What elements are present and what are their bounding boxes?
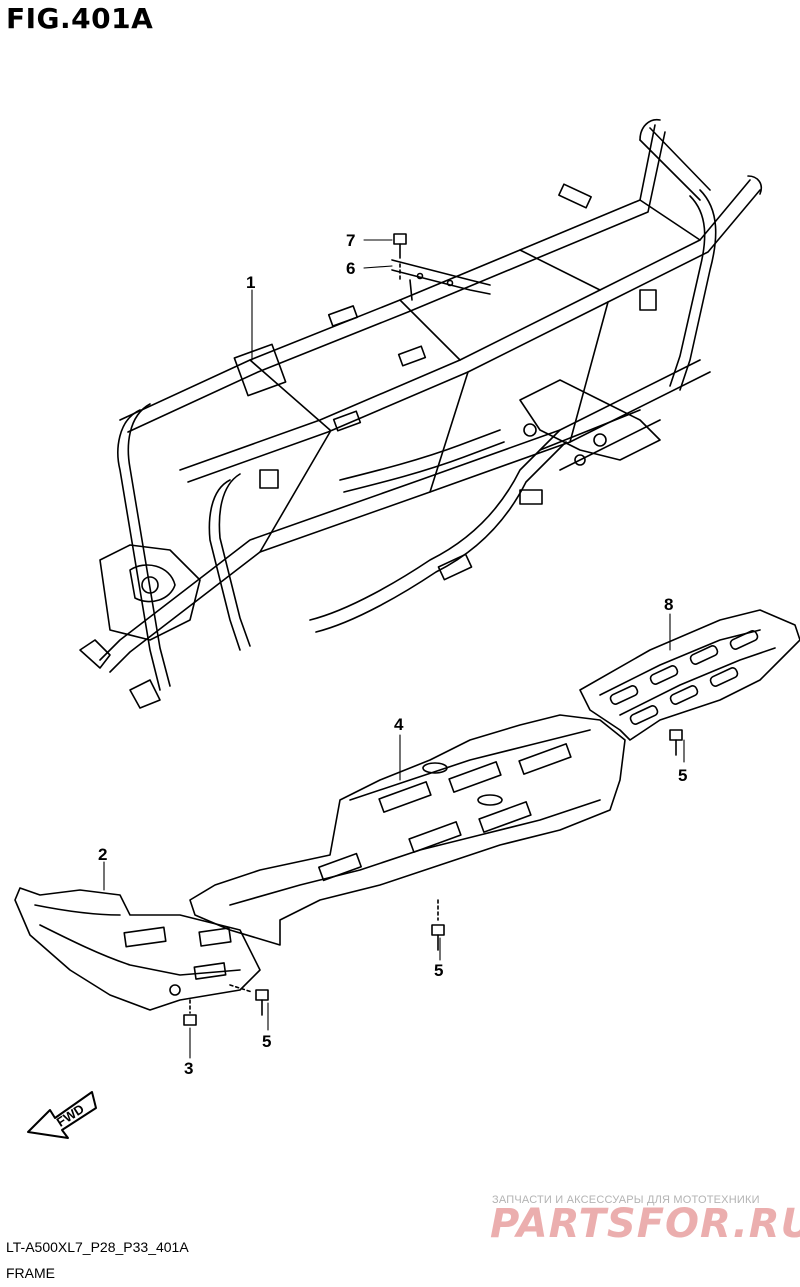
bolt-part-5 (229, 984, 269, 1016)
figure-code: LT-A500XL7_P28_P33_401A (6, 1239, 189, 1255)
watermark-logo: PARTSFOR.RU (490, 1201, 800, 1247)
rear-skid-plate-part-6 (579, 609, 800, 741)
callout-2: 2 (98, 845, 108, 864)
watermark-tagline: ЗАПЧАСТИ И АКСЕССУАРЫ ДЛЯ МОТОТЕХНИКИ (492, 1194, 760, 1206)
bolt-part-8 (393, 233, 407, 281)
callout-5-rear: 5 (678, 766, 688, 785)
bolt-part-5 (431, 899, 445, 951)
callout-5-front: 5 (262, 1032, 272, 1051)
callout-1: 1 (246, 273, 256, 292)
leader-lines (103, 239, 685, 1059)
frame-part (79, 118, 763, 709)
figure-title: FRAME (6, 1265, 55, 1281)
bolt-part-5 (669, 729, 683, 756)
bracket-part-7 (391, 259, 491, 301)
callout-4: 4 (394, 715, 404, 734)
callout-3: 3 (184, 1059, 194, 1078)
callout-5-center: 5 (434, 961, 444, 980)
fwd-marker: FWD (27, 1091, 97, 1139)
callout-6: 8 (664, 595, 674, 614)
nut-part-3 (183, 999, 197, 1026)
forward-arrow-icon (27, 1091, 97, 1139)
figure-number: FIG.401A (6, 2, 154, 35)
center-skid-plate-part-4 (189, 714, 626, 946)
callout-7: 6 (346, 259, 356, 278)
callout-8: 7 (346, 231, 356, 250)
front-skid-plate-part-2 (14, 887, 261, 1011)
